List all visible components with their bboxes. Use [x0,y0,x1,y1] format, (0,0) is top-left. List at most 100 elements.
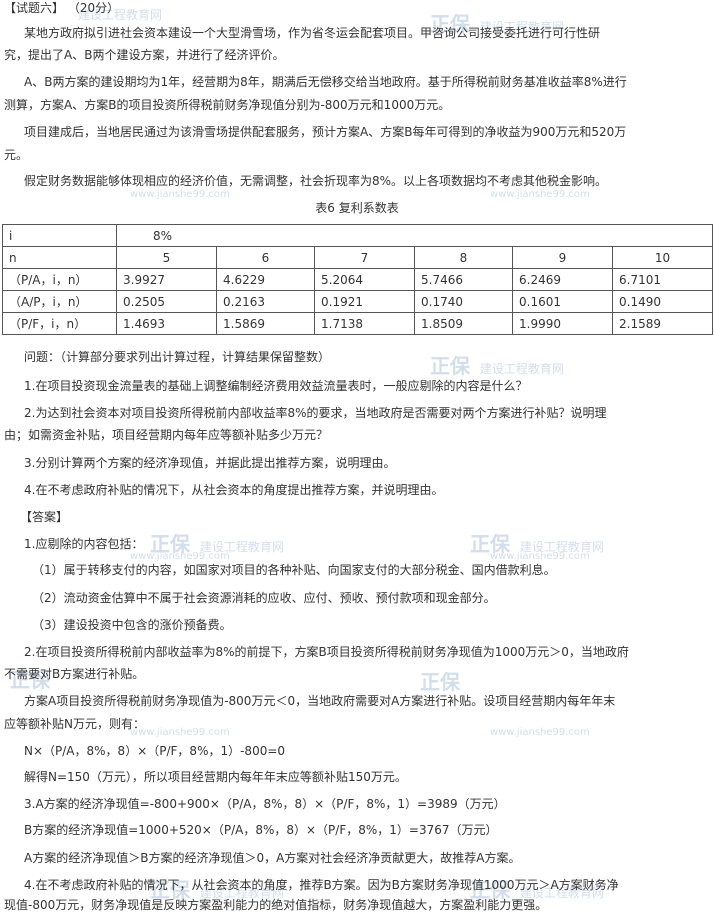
table-cell: （P/A，i，n） [2,268,117,291]
table-row: （A/P，i，n） 0.2505 0.2163 0.1921 0.1740 0.… [2,290,714,313]
answer-line: 1.应剔除的内容包括： [24,537,144,551]
question-line: 1.在项目投资现金流量表的基础上调整编制经济费用效益流量表时，一般应剔除的内容是… [24,379,528,393]
answer-line: 2.在项目投资所得税前内部收益率为8%的前提下，方案B项目投资所得税前财务净现值… [24,645,629,659]
watermark: 正保 建设工程教育网 [470,528,604,557]
table-cell: 0.2505 [116,290,217,313]
table-row: n 5 6 7 8 9 10 [2,246,714,269]
watermark-brand: 正保 [150,878,190,902]
intro-line: 某地方政府拟引进社会资本建设一个大型滑雪场，作为省冬运会配套项目。甲咨询公司接受… [24,26,601,40]
compound-interest-table: i 8% n 5 6 7 8 9 10 （P/A，i，n） 3.9927 4.6… [2,224,714,335]
intro-line: 假定财务数据能够体现相应的经济价值，无需调整，社会折现率为8%。以上各项数据均不… [24,174,608,188]
table-cell: 5 [116,246,217,269]
table-cell: 0.1921 [314,290,415,313]
watermark: 正保 建设工程教育网 [430,350,564,379]
table-row: i 8% [2,224,714,247]
table-cell: 0.1601 [512,290,613,313]
table-cell: n [2,246,117,269]
table-row: （P/F，i，n） 1.4693 1.5869 1.7138 1.8509 1.… [2,312,714,335]
watermark: 正保 [10,664,56,693]
watermark-brand: 正保 [10,668,50,692]
watermark-name: 建设工程教育网 [479,362,564,376]
answer-formula: N×（P/A，8%，8）×（P/F，8%，1）-800=0 [24,744,286,758]
watermark-name: 建设工程教育网 [479,20,564,34]
watermark: 正保 建设工程教育网 [470,874,604,903]
answer-line: （3）建设投资中包含的涨价预备费。 [32,618,232,632]
question-score: （20分） [67,1,120,15]
table-cell: 3.9927 [116,268,217,291]
answer-line: 方案A项目投资所得税前财务净现值为-800万元＜0，当地政府需要对A方案进行补贴… [24,694,616,708]
watermark-brand: 正保 [470,878,510,902]
watermark-url: www.jianshe99.com [130,727,230,738]
table-cell: 0.1490 [611,290,714,313]
watermark: www.jianshe99.com [130,186,230,200]
answer-formula: 3.A方案的经济净现值=-800+900×（P/A，8%，8）×（P/F，8%，… [24,797,506,811]
table-cell: 1.9990 [512,312,613,335]
table-cell: 0.1740 [414,290,513,313]
table-cell: 1.7138 [314,312,415,335]
intro-line: 项目建成后，当地居民通过为该滑雪场提供配套服务，预计方案A、方案B每年可得到的净… [24,125,627,139]
answers-heading: 【答案】 [20,510,69,524]
watermark: www.jianshe99.com [490,186,590,200]
watermark-url: www.jianshe99.com [130,551,230,562]
table-cell: 1.5869 [216,312,315,335]
watermark-name: 建设工程教育网 [199,540,284,554]
answer-line: A方案的经济净现值＞B方案的经济净现值＞0，A方案对社会经济净贡献更大，故推荐A… [24,851,521,865]
watermark: www.jianshe99.com [130,724,230,738]
questions-heading: 问题：（计算部分要求列出计算过程，计算结果保留整数） [24,350,331,364]
table-cell: 8% [115,224,714,247]
watermark-name: 建设工程教育网 [199,886,284,900]
answer-line: 4.在不考虑政府补贴的情况下，从社会资本的角度，推荐B方案。因为B方案财务净现值… [24,878,619,892]
watermark: www.jianshe99.com [490,548,590,562]
intro-line: A、B两方案的建设期均为1年，经营期为8年，期满后无偿移交给当地政府。基于所得税… [24,75,627,89]
answer-line: （1）属于转移支付的内容，如国家对项目的各种补贴、向国家支付的大部分税金、国内借… [32,563,556,577]
table-cell: 8 [414,246,513,269]
answer-line: （2）流动资金估算中不属于社会资源消耗的应收、应付、预收、预付款项和现金部分。 [32,591,496,605]
watermark-name: 建设工程教育网 [78,8,163,22]
table-cell: 0.2163 [216,290,315,313]
watermark-name: 建设工程教育网 [519,540,604,554]
watermark-url: www.jianshe99.com [490,727,590,738]
question-label: 【试题六】 [4,1,65,15]
watermark-brand: 正保 [470,532,510,556]
watermark: 正保 建设工程教育网 [430,8,564,37]
watermark-brand: 正保 [420,670,460,694]
watermark: 正保 建设工程教育网 [150,874,284,903]
question-line: 2.为达到社会资本对项目投资所得税前内部收益率8%的要求，当地政府是否需要对两个… [24,406,607,420]
question-line: 4.在不考虑政府补贴的情况下，从社会资本的角度提出推荐方案，并说明理由。 [24,483,444,497]
table-caption: 表6 复利系数表 [315,201,399,215]
intro-line: 测算，方案A、方案B的项目投资所得税前财务净现值分别为-800万元和1000万元… [4,98,451,112]
intro-line: 究，提出了A、B两个建设方案，并进行了经济评价。 [4,48,285,62]
answer-line: 解得N=150（万元），所以项目经营期内每年年末应等额补贴150万元。 [24,770,407,784]
watermark-brand: 正保 [150,532,190,556]
question-line: 3.分别计算两个方案的经济净现值，并据此提出推荐方案，说明理由。 [24,456,396,470]
watermark-brand: 正保 [430,12,470,36]
table-cell: 2.1589 [611,312,714,335]
watermark-brand: 正保 [430,354,470,378]
table-cell: 1.4693 [116,312,217,335]
watermark-name: 建设工程教育网 [519,886,604,900]
table-cell: 9 [512,246,613,269]
intro-line: 元。 [4,148,29,162]
table-cell: （A/P，i，n） [2,290,117,313]
watermark: 正保 [420,666,466,695]
table-cell: （P/F，i，n） [2,312,117,335]
table-cell: 6.2469 [512,268,613,291]
watermark-url: www.jianshe99.com [130,189,230,200]
watermark-url: www.jianshe99.com [490,551,590,562]
table-cell: 5.2064 [314,268,415,291]
answer-formula: B方案的经济净现值=1000+520×（P/A，8%，8）×（P/F，8%，1）… [24,823,498,837]
watermark: www.jianshe99.com [490,724,590,738]
answer-line: 现值-800万元，财务净现值是反映方案盈利能力的绝对值指标，财务净现值越大，方案… [4,898,548,912]
table-cell: 7 [314,246,415,269]
table-cell: 4.6229 [216,268,315,291]
watermark: www.jianshe99.com [130,548,230,562]
question-header: 【试题六】 （20分） [0,0,714,17]
table-row: （P/A，i，n） 3.9927 4.6229 5.2064 5.7466 6.… [2,268,714,291]
table-cell: 10 [611,246,714,269]
table-cell: 6 [216,246,315,269]
answer-line: 应等额补贴N万元，则有： [4,717,145,731]
table-cell: i [2,224,117,247]
answer-line: 不需要对B方案进行补贴。 [4,667,145,681]
table-cell: 5.7466 [414,268,513,291]
